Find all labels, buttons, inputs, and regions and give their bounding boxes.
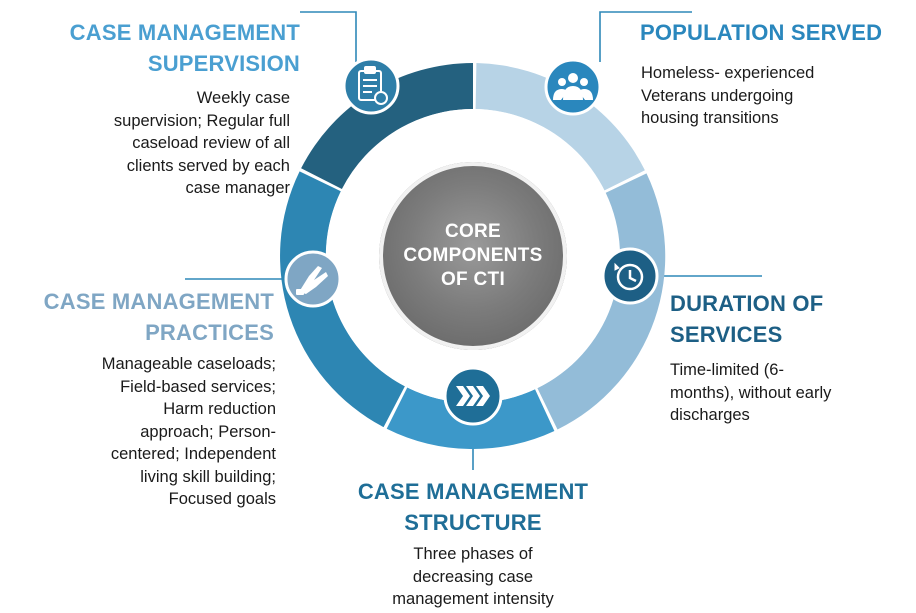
practices-line-3: Harm reduction (163, 400, 276, 418)
practices-line-6: living skill building; (140, 467, 276, 486)
center-line-3: OF CTI (440, 269, 506, 290)
duration-heading-line-2: SERVICES (670, 322, 783, 347)
badge-structure (443, 366, 503, 426)
practices-line-1: Manageable caseloads; (101, 355, 276, 373)
ring-segment-supervision (301, 63, 473, 189)
supervision-heading: CASE MANAGEMENT SUPERVISION (20, 17, 300, 79)
badge-duration (601, 247, 659, 305)
supervision-line-5: case manager (185, 179, 290, 197)
ring-segment-practices (280, 171, 405, 428)
practices-line-7: Focused goals (168, 490, 276, 508)
badge-supervision (342, 57, 400, 115)
badge-practices (284, 250, 342, 308)
structure-heading-line-2: STRUCTURE (404, 510, 542, 535)
duration-heading: DURATION OF SERVICES (670, 288, 910, 350)
practices-line-5: centered; Independent (110, 445, 276, 463)
center-line-2: COMPONENTS (403, 245, 543, 266)
chevrons-icon (456, 386, 490, 406)
duration-line-1: Time-limited (6- (670, 361, 784, 379)
duration-line-2: months), without early (670, 383, 832, 402)
practices-line-4: approach; Person- (140, 422, 276, 441)
supervision-heading-line-1: CASE MANAGEMENT (69, 20, 300, 45)
structure-line-3: management intensity (392, 590, 554, 608)
clock-icon (614, 262, 644, 291)
supervision-description: Weekly case supervision; Regular full ca… (20, 87, 290, 200)
population-line-1: Homeless- experienced (641, 64, 815, 82)
badge-population (544, 58, 602, 116)
duration-heading-line-1: DURATION OF (670, 291, 824, 316)
duration-description: Time-limited (6- months), without early … (670, 359, 910, 427)
practices-heading-line-2: PRACTICES (145, 320, 274, 345)
population-heading: POPULATION SERVED (640, 17, 912, 48)
supervision-line-3: caseload review of all (132, 134, 290, 152)
structure-line-2: decreasing case (412, 567, 534, 586)
duration-line-3: discharges (670, 406, 750, 424)
supervision-line-2: supervision; Regular full (113, 111, 290, 130)
population-heading-line-1: POPULATION SERVED (640, 20, 883, 45)
center-line-1: CORE (444, 221, 502, 242)
center-hub: CORE COMPONENTS OF CTI (379, 162, 567, 350)
structure-description: Three phases of decreasing case manageme… (333, 543, 613, 611)
handshake-icon (296, 266, 328, 295)
population-line-3: housing transitions (641, 109, 779, 127)
clipboard-icon (358, 66, 388, 105)
structure-heading-line-1: CASE MANAGEMENT (357, 479, 589, 504)
supervision-heading-line-2: SUPERVISION (147, 51, 300, 76)
practices-line-2: Field-based services; (120, 377, 276, 396)
structure-heading: CASE MANAGEMENT STRUCTURE (313, 476, 633, 538)
structure-line-1: Three phases of (413, 545, 533, 563)
practices-description: Manageable caseloads; Field-based servic… (4, 353, 276, 511)
population-line-2: Veterans undergoing (641, 86, 794, 105)
practices-heading-line-1: CASE MANAGEMENT (43, 289, 274, 314)
connector-supervision (300, 11, 357, 62)
practices-heading: CASE MANAGEMENT PRACTICES (4, 286, 274, 348)
people-icon (553, 73, 593, 100)
ring-segment-duration (537, 173, 666, 430)
supervision-line-4: clients served by each (126, 156, 290, 175)
supervision-line-1: Weekly case (196, 89, 290, 107)
population-description: Homeless- experienced Veterans undergoin… (641, 62, 901, 130)
ring-segment-population (475, 63, 645, 191)
connector-population (599, 11, 692, 62)
